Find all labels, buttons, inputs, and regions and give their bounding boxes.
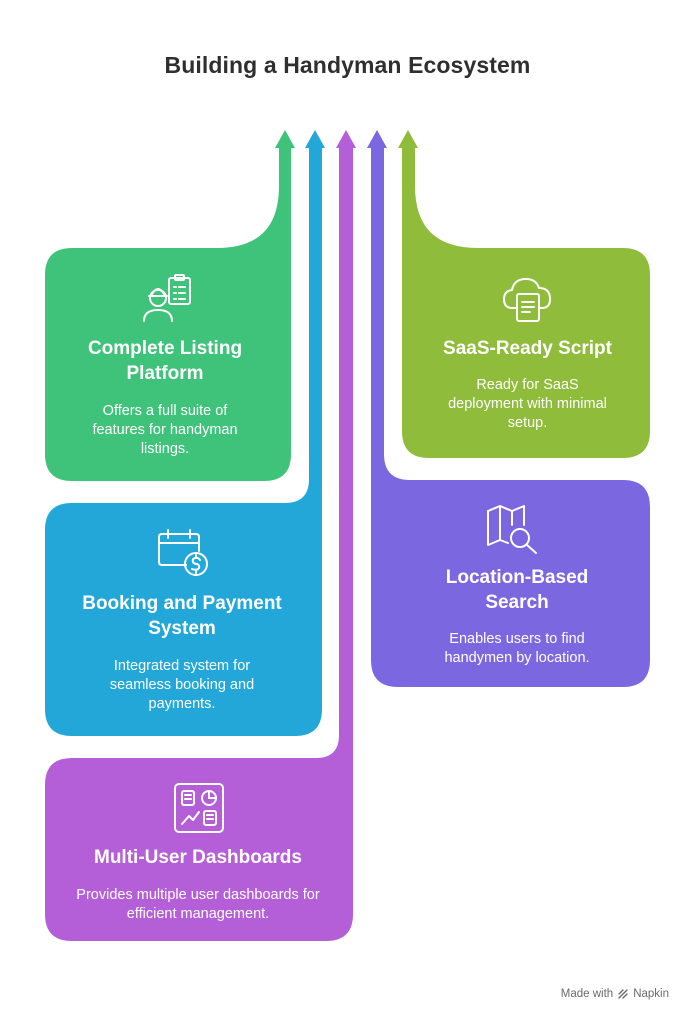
card-title-saas: SaaS-Ready Script	[443, 338, 612, 359]
card-title-listing: Complete Listing Platform	[87, 338, 243, 384]
card-title-location: Location-Based Search	[445, 567, 589, 613]
arrow-head-listing	[275, 130, 295, 148]
arrow-head-booking	[305, 130, 325, 148]
card-desc-booking: Integrated system for seamless booking a…	[109, 658, 255, 712]
map-search-icon	[487, 505, 537, 554]
calendar-dollar-icon	[158, 529, 208, 576]
card-location: Location-Based Search Enables users to f…	[402, 565, 632, 668]
card-title-booking: Booking and Payment System	[82, 593, 282, 639]
napkin-logo-icon	[618, 989, 628, 999]
arrow-head-saas	[398, 130, 418, 148]
card-desc-dashboards: Provides multiple user dashboards for ef…	[76, 887, 320, 922]
card-desc-location: Enables users to find handymen by locati…	[444, 631, 590, 666]
arrow-head-dashboards	[336, 130, 356, 148]
cloud-document-icon	[503, 278, 551, 322]
footer-brand: Napkin	[633, 988, 669, 1000]
worker-checklist-icon	[143, 274, 191, 322]
card-desc-listing: Offers a full suite of features for hand…	[92, 403, 238, 457]
footer-credit: Made with Napkin	[561, 988, 669, 1000]
card-shape-booking	[45, 145, 322, 736]
card-title-dashboards: Multi-User Dashboards	[94, 847, 302, 868]
arrow-head-location	[367, 130, 387, 148]
card-listing: Complete Listing Platform Offers a full …	[62, 336, 268, 459]
card-dashboards: Multi-User Dashboards Provides multiple …	[62, 845, 334, 924]
card-shape-dashboards	[45, 145, 353, 941]
footer-prefix: Made with	[560, 988, 614, 1000]
card-booking: Booking and Payment System Integrated sy…	[62, 591, 302, 714]
dashboard-icon	[174, 783, 224, 833]
page-title: Building a Handyman Ecosystem	[164, 52, 531, 78]
card-saas: SaaS-Ready Script Ready for SaaS deploym…	[425, 336, 630, 433]
card-shape-location	[371, 145, 650, 687]
card-desc-saas: Ready for SaaS deployment with minimal s…	[448, 377, 607, 431]
